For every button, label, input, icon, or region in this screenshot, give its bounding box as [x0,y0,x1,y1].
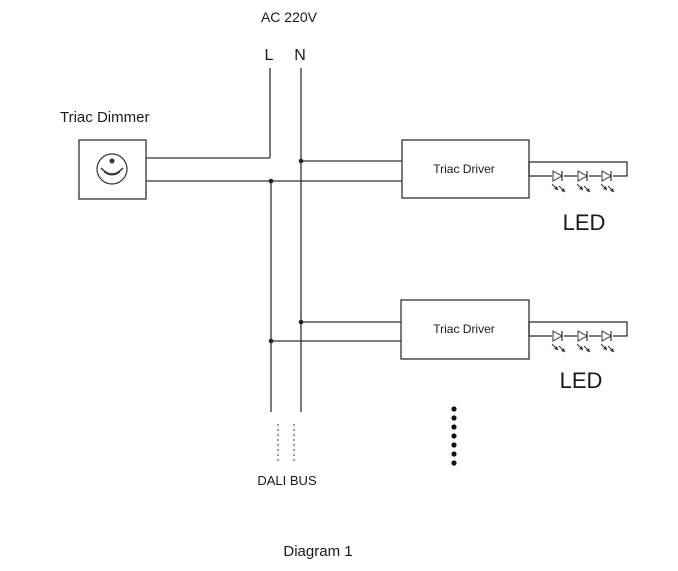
dimmer-knob-icon [96,153,128,185]
bus-dot [293,439,295,441]
led-diode-icon [551,170,566,193]
junction-dot [268,338,274,344]
bus-dot [277,434,279,436]
triac-driver-box-2 [400,299,530,360]
led-diode-icon [600,170,615,193]
junction-dot [268,178,274,184]
led1-label: LED [563,210,606,235]
bus-dot [277,459,279,461]
supply-label: AC 220V [261,9,318,25]
bus-dot [277,444,279,446]
ellipsis-dot [451,415,457,421]
bus-dot [293,434,295,436]
ellipsis-dot [451,451,457,457]
dali-bus-label: DALI BUS [257,473,317,488]
bus-dot [277,454,279,456]
dimmer-label: Triac Dimmer [60,109,149,126]
bus-dot [277,449,279,451]
bus-dot [293,459,295,461]
ellipsis-dot [451,442,457,448]
junction-dot [298,158,304,164]
diagram-caption: Diagram 1 [283,543,352,560]
neutral-label: N [294,47,306,64]
led2-label: LED [560,368,603,393]
triac-dimmer-box [78,139,147,200]
bus-dot [277,439,279,441]
triac-driver-box-1 [401,139,530,199]
more-drivers-ellipsis [451,406,457,466]
bus-dot [293,454,295,456]
led-group-1 [551,170,615,193]
bus-dot [293,449,295,451]
driver2-label: Triac Driver [433,322,495,336]
ellipsis-dot [451,406,457,412]
led-diode-icon [600,330,615,353]
bus-dot [293,444,295,446]
bus-dot [293,429,295,431]
ellipsis-dot [451,433,457,439]
ellipsis-dot [451,460,457,466]
led-diode-icon [576,170,591,193]
led-diode-icon [551,330,566,353]
bus-dot [277,424,279,426]
bus-dot [293,424,295,426]
line-label: L [265,47,274,64]
ellipsis-dot [451,424,457,430]
led-diode-icon [576,330,591,353]
led-group-2 [551,330,615,353]
driver1-label: Triac Driver [433,162,495,176]
junction-dot [298,319,304,325]
bus-dot [277,429,279,431]
dali-bus-continuation [277,424,295,461]
